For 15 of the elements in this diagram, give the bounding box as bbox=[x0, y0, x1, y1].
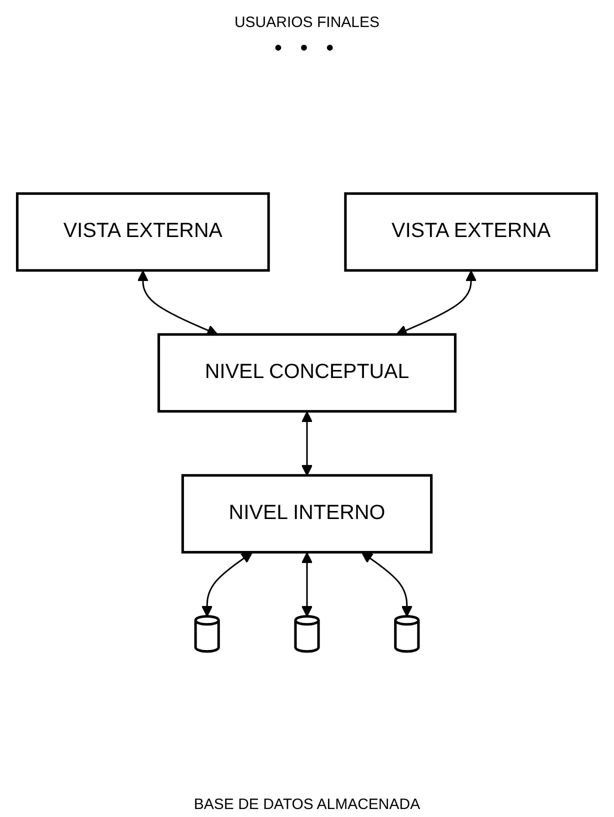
node-cylinder bbox=[194, 615, 220, 653]
arrow bbox=[201, 552, 253, 617]
node-box bbox=[181, 474, 433, 554]
node-cylinder bbox=[394, 615, 420, 653]
arrow bbox=[361, 552, 413, 617]
node-box bbox=[157, 333, 457, 413]
node-cylinder bbox=[294, 615, 320, 653]
diagram: VISTA EXTERNA VISTA EXTERNA NIVEL CONCEPTUAL NIVEL INTERNO bbox=[7, 63, 607, 782]
diagram-caption: BASE DE DATOS ALMACENADA bbox=[194, 796, 420, 813]
arrow bbox=[301, 411, 313, 476]
diagram-title: USUARIOS FINALES bbox=[234, 14, 380, 31]
node-box bbox=[344, 192, 598, 272]
ellipsis-label: • • • bbox=[273, 35, 341, 61]
node-box bbox=[16, 192, 270, 272]
arrow bbox=[301, 552, 313, 617]
